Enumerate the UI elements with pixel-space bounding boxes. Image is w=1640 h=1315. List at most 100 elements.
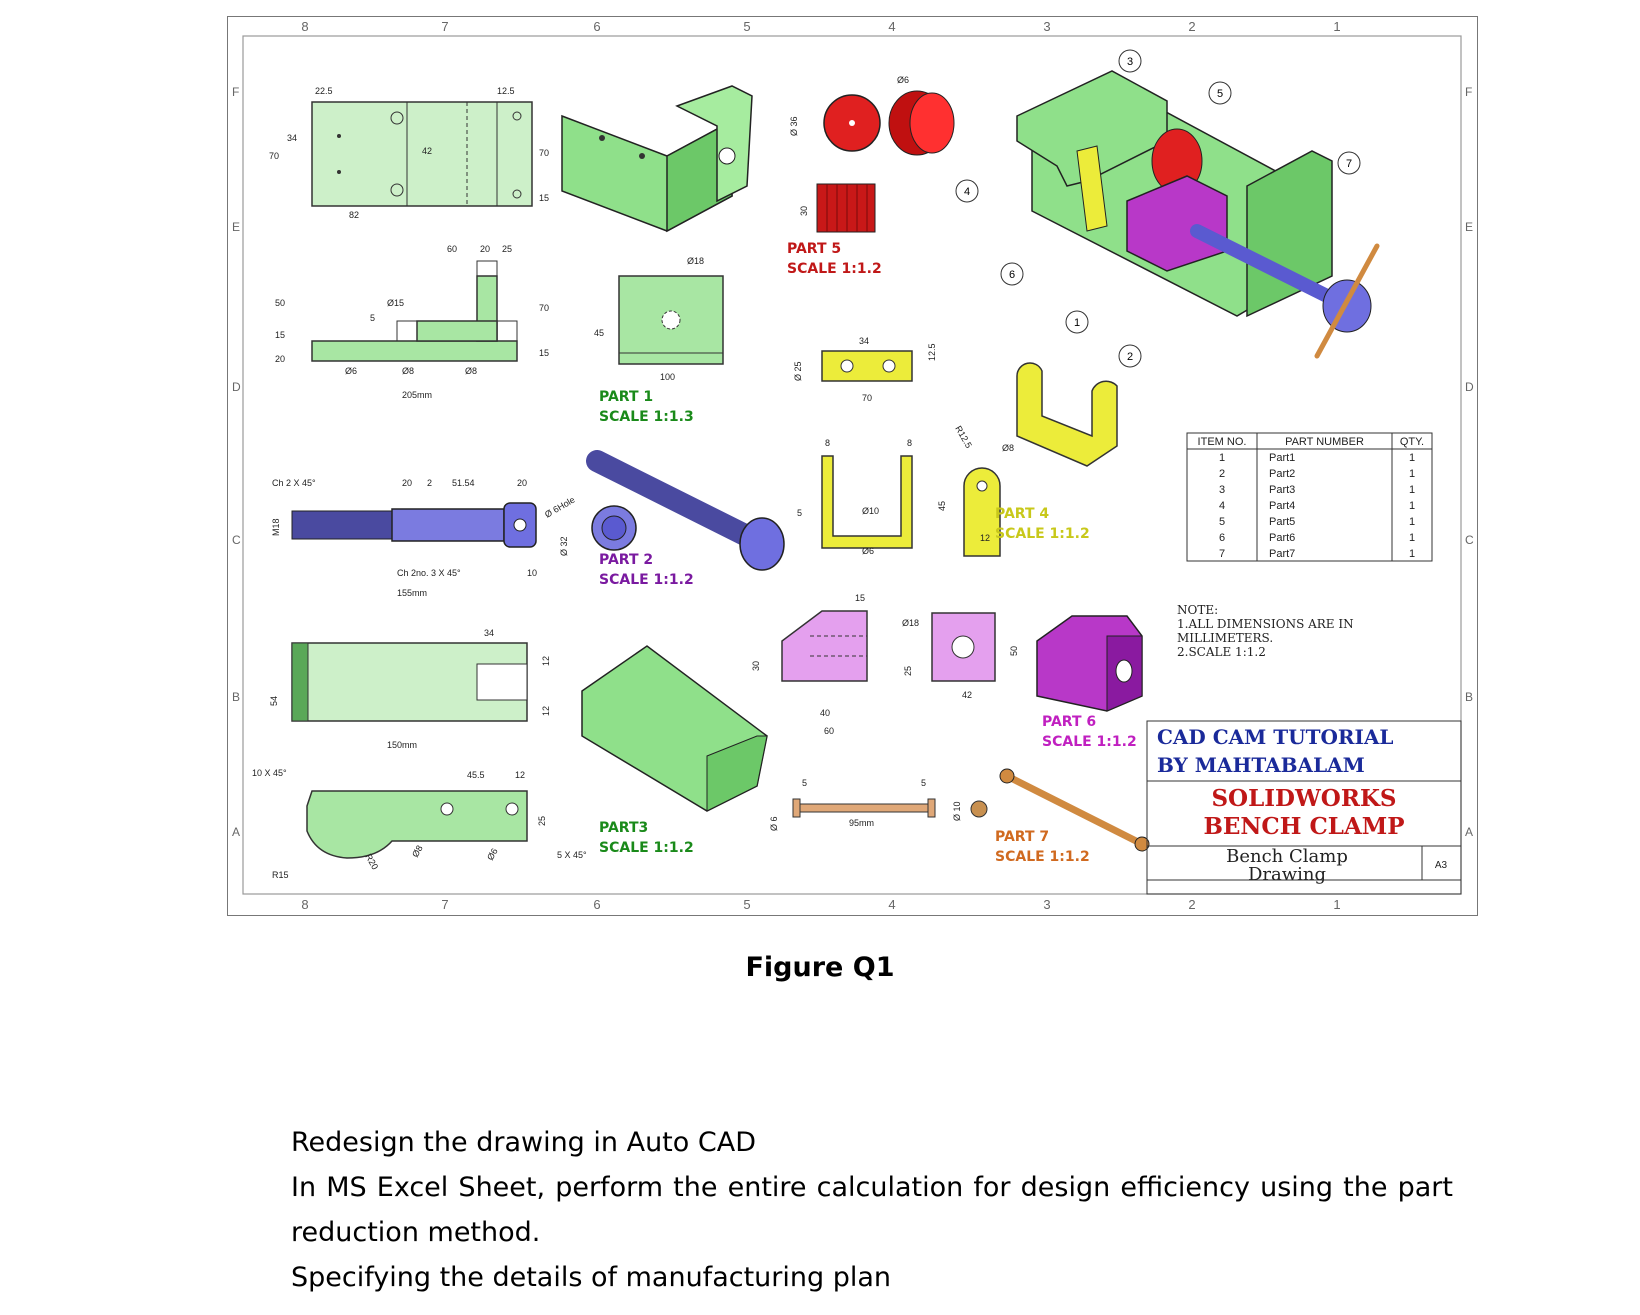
part1-scale: SCALE 1:1.3 xyxy=(599,409,694,425)
dim-text: 50 xyxy=(275,298,285,308)
dim-text: 30 xyxy=(799,206,809,216)
part4-scale: SCALE 1:1.2 xyxy=(995,526,1090,542)
dim-text: 12 xyxy=(980,533,990,543)
note: NOTE: 1.ALL DIMENSIONS ARE IN MILLIMETER… xyxy=(1177,603,1354,659)
drawing-frame xyxy=(242,35,1462,895)
dim-text: 20 xyxy=(517,478,527,488)
dim-text: 205mm xyxy=(402,390,432,400)
dim-text: 51.54 xyxy=(452,478,475,488)
dim-text: 20 xyxy=(480,244,490,254)
dim-text: Ch 2 X 45° xyxy=(272,478,316,488)
part3-label: PART3 xyxy=(599,820,648,836)
part7-isometric xyxy=(999,768,1150,852)
part4-front-view xyxy=(821,455,913,549)
drawing-name-line2: Drawing xyxy=(1248,864,1326,885)
zone-column-label: 3 xyxy=(1043,897,1050,912)
dim-text: Ø15 xyxy=(387,298,404,308)
bom-cell: Part5 xyxy=(1269,516,1295,528)
note-line: MILLIMETERS. xyxy=(1177,631,1273,645)
part1-side-view xyxy=(618,275,724,365)
balloon-label: 3 xyxy=(1127,56,1133,68)
drawing-title-line1: SOLIDWORKS xyxy=(1211,785,1396,812)
bom-header: QTY. xyxy=(1400,436,1424,448)
dim-text: 100 xyxy=(660,372,675,382)
dim-text: 15 xyxy=(275,330,285,340)
bom-cell: 1 xyxy=(1409,468,1415,480)
bom-cell: Part6 xyxy=(1269,532,1295,544)
part6-scale: SCALE 1:1.2 xyxy=(1042,734,1137,750)
part3-scale: SCALE 1:1.2 xyxy=(599,840,694,856)
dim-text: Ch 2no. 3 X 45° xyxy=(397,568,461,578)
dim-text: Ø 36 xyxy=(789,116,799,136)
bom-header: PART NUMBER xyxy=(1285,436,1364,448)
zone-column-label: 6 xyxy=(593,897,600,912)
part3-front-view xyxy=(306,790,528,859)
dim-text: 82 xyxy=(349,210,359,220)
part6-isometric xyxy=(1036,615,1143,712)
dim-text: 45 xyxy=(937,501,947,511)
figure-caption: Figure Q1 xyxy=(745,952,895,983)
dim-text: 12 xyxy=(515,770,525,780)
dim-text: 12.5 xyxy=(927,343,937,361)
drawing-title-line2: BENCH CLAMP xyxy=(1203,813,1404,840)
zone-row-label: A xyxy=(1465,825,1473,839)
bom-cell: 1 xyxy=(1409,516,1415,528)
dim-text: 34 xyxy=(484,628,494,638)
part6-front-view xyxy=(781,610,868,682)
dim-text: Ø 10 xyxy=(952,801,962,821)
part6-side-view xyxy=(931,612,996,682)
assembly-isometric xyxy=(1016,70,1380,359)
dim-text: 70 xyxy=(539,148,549,158)
dim-text: 60 xyxy=(447,244,457,254)
question-item: Redesign the drawing in Auto CAD xyxy=(291,1127,756,1158)
part1-label: PART 1 xyxy=(599,389,653,405)
zone-row-label: F xyxy=(1465,85,1472,99)
part4-isometric xyxy=(1016,362,1118,467)
dim-text: 70 xyxy=(862,393,872,403)
zone-column-label: 5 xyxy=(743,897,750,912)
part4-label: PART 4 xyxy=(995,506,1049,522)
zone-column-label: 6 xyxy=(593,19,600,34)
part3-isometric xyxy=(581,645,768,812)
dim-text: 50 xyxy=(1009,646,1019,656)
part5-views xyxy=(816,90,955,233)
part3-top-view xyxy=(291,642,528,722)
dim-text: 150mm xyxy=(387,740,417,750)
dim-text: 8 xyxy=(907,438,912,448)
title-block: CAD CAM TUTORIAL BY MAHTABALAM SOLIDWORK… xyxy=(1146,720,1462,895)
zone-row-label: F xyxy=(232,85,239,99)
bom-cell: 1 xyxy=(1409,452,1415,464)
dim-text: 95mm xyxy=(849,818,874,828)
zone-row-label: B xyxy=(1465,690,1473,704)
question-list: Redesign the drawing in Auto CAD In MS E… xyxy=(291,1120,1453,1300)
bom-cell: 7 xyxy=(1219,548,1225,560)
question-item: Specifying the details of manufacturing … xyxy=(291,1262,892,1293)
bom-cell: Part3 xyxy=(1269,484,1295,496)
zone-column-label: 4 xyxy=(888,897,895,912)
bom-cell: 3 xyxy=(1219,484,1225,496)
dim-text: Ø6 xyxy=(897,75,909,85)
part5-label: PART 5 xyxy=(787,241,841,257)
dim-text: 54 xyxy=(269,696,279,706)
bom-cell: Part1 xyxy=(1269,452,1295,464)
dim-text: 45 xyxy=(594,328,604,338)
dim-text: Ø 32 xyxy=(559,536,569,556)
zone-row-label: E xyxy=(1465,220,1473,234)
part5-scale: SCALE 1:1.2 xyxy=(787,261,882,277)
dim-text: Ø18 xyxy=(687,256,704,266)
dim-text: 5 xyxy=(802,778,807,788)
dim-text: 155mm xyxy=(397,588,427,598)
dim-text: 34 xyxy=(287,133,297,143)
dim-text: 25 xyxy=(502,244,512,254)
part4-top-view xyxy=(821,350,913,382)
dim-text: Ø18 xyxy=(902,618,919,628)
dim-text: 15 xyxy=(855,593,865,603)
zone-row-label: C xyxy=(232,533,241,547)
dim-text: Ø6 xyxy=(345,366,357,376)
dim-text: R15 xyxy=(272,870,289,880)
balloons: 3 5 4 7 6 1 2 xyxy=(955,49,1361,368)
part7-label: PART 7 xyxy=(995,829,1049,845)
part2-scale: SCALE 1:1.2 xyxy=(599,572,694,588)
